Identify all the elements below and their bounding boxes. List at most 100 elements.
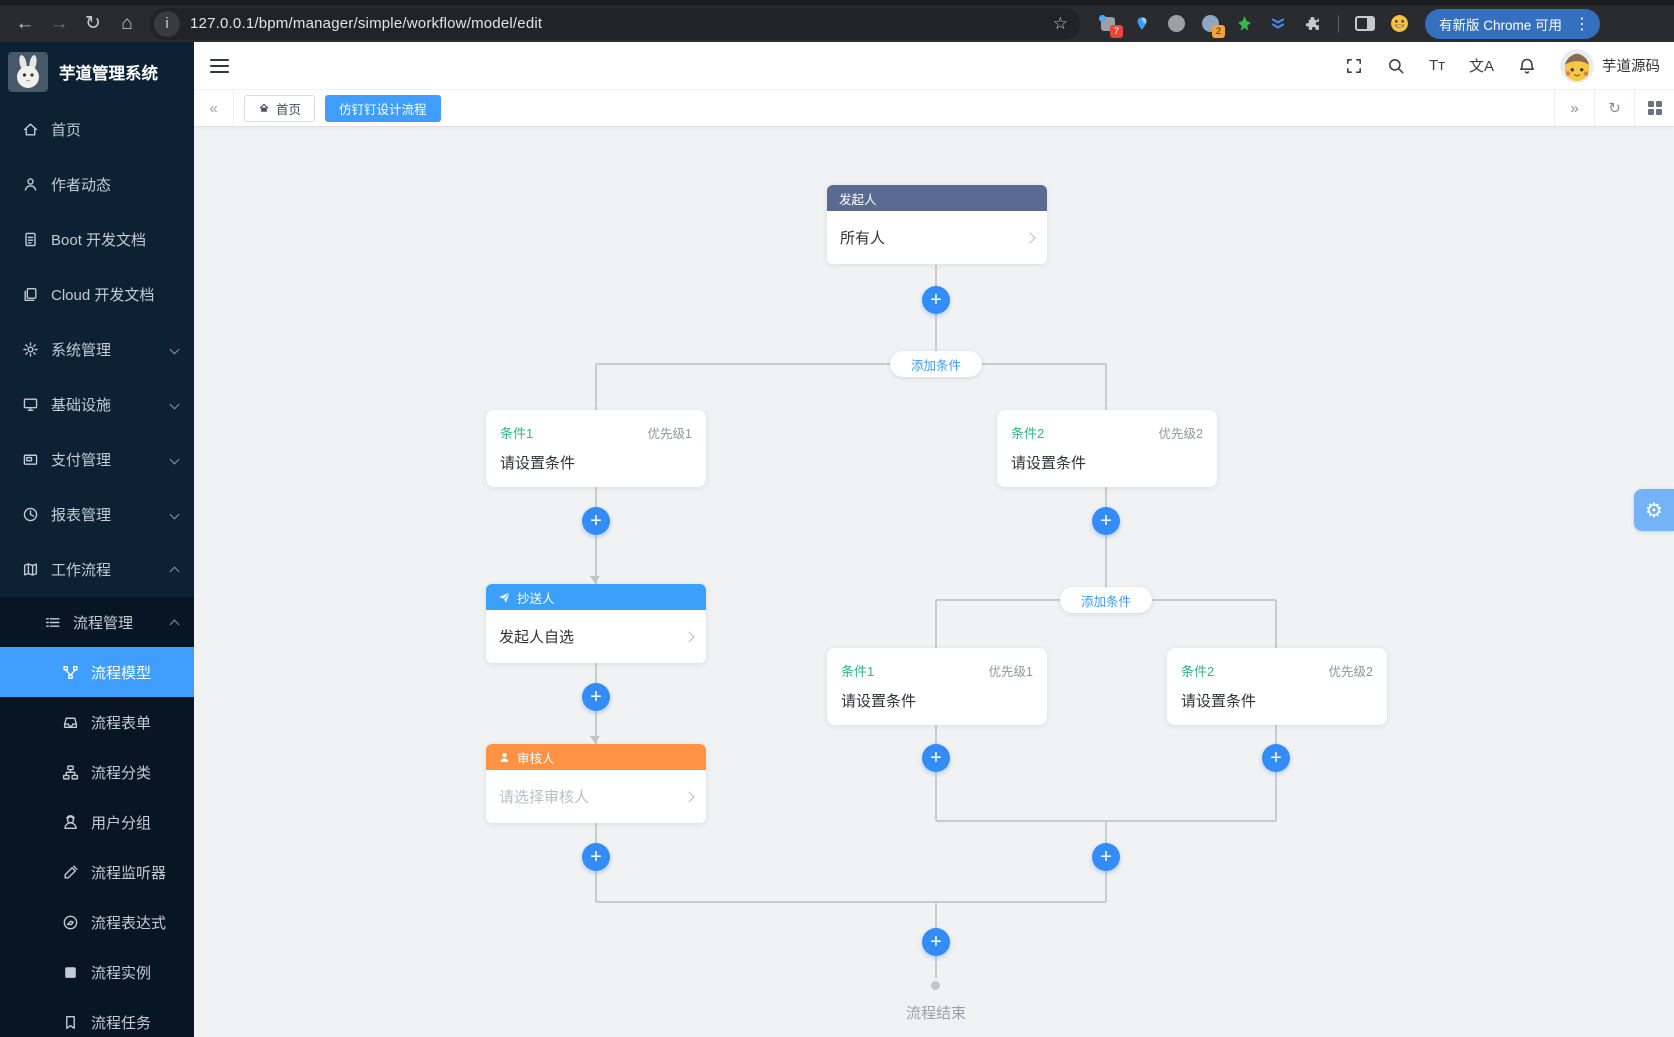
chevron-up-icon: [169, 619, 180, 629]
add-node-button[interactable]: +: [1262, 744, 1290, 772]
cc-node[interactable]: 抄送人 发起人自选: [486, 584, 706, 663]
category-icon: [62, 764, 79, 781]
browser-refresh-icon[interactable]: ↻: [85, 13, 101, 34]
tab-workflow-design[interactable]: 仿钉钉设计流程: [325, 94, 441, 122]
tabs-scroll-right-icon[interactable]: »: [1554, 90, 1594, 126]
url-text[interactable]: 127.0.0.1/bpm/manager/simple/workflow/mo…: [190, 15, 543, 32]
end-label: 流程结束: [905, 1005, 966, 1022]
side-panel-icon[interactable]: [1355, 14, 1375, 34]
condition-node-2[interactable]: 条件2 优先级2 请设置条件: [997, 410, 1217, 487]
chevron-right-icon: [1024, 231, 1036, 244]
nested-condition-node-2[interactable]: 条件2 优先级2 请设置条件: [1167, 648, 1387, 725]
sidebar-item-process-model[interactable]: 流程模型: [0, 647, 194, 697]
gear-icon: [22, 341, 39, 358]
sidebar-item-user-group[interactable]: 用户分组: [0, 797, 194, 847]
add-node-button[interactable]: +: [1092, 843, 1120, 871]
sidebar-item-process-task[interactable]: 流程任务: [0, 997, 194, 1037]
notification-bell-icon[interactable]: [1518, 57, 1536, 75]
start-node[interactable]: 发起人 所有人: [827, 185, 1047, 264]
add-node-button[interactable]: +: [582, 683, 610, 711]
clock-report-icon: [22, 506, 39, 523]
sidebar-item-system[interactable]: 系统管理: [0, 322, 194, 377]
tab-home[interactable]: 首页: [244, 94, 316, 122]
sidebar-item-label: 报表管理: [51, 507, 112, 524]
condition-name: 条件1: [841, 664, 875, 679]
flow-connector-line: [595, 486, 597, 584]
site-info-icon[interactable]: i: [154, 10, 180, 37]
bookmark-star-icon[interactable]: ☆: [1052, 13, 1068, 33]
cc-node-body[interactable]: 发起人自选: [486, 610, 706, 663]
add-node-button[interactable]: +: [922, 286, 950, 314]
sidebar-group-process-management[interactable]: 流程管理: [0, 597, 194, 647]
chrome-update-button[interactable]: 有新版 Chrome 可用 ⋮: [1425, 8, 1601, 39]
sidebar-item-boot-docs[interactable]: Boot 开发文档: [0, 212, 194, 267]
sidebar-item-workflow[interactable]: 工作流程: [0, 542, 194, 597]
font-size-icon[interactable]: Tт: [1428, 57, 1445, 74]
panel-glyph: [1355, 16, 1375, 31]
sidebar-item-label: 流程分类: [91, 764, 152, 782]
search-icon[interactable]: [1387, 57, 1405, 75]
condition-value[interactable]: 请设置条件: [1181, 693, 1257, 710]
circle-extension-icon: [1167, 15, 1185, 32]
add-node-button[interactable]: +: [922, 744, 950, 772]
address-bar[interactable]: i 127.0.0.1/bpm/manager/simple/workflow/…: [150, 7, 1080, 40]
tab-refresh-icon[interactable]: ↻: [1594, 90, 1634, 126]
workflow-canvas[interactable]: 发起人 所有人 + + + + + + + + + 添加条件 添加条件 条件1 …: [194, 128, 1674, 1037]
extension-icon-5[interactable]: [1234, 14, 1254, 34]
start-node-title: 发起人: [839, 192, 877, 207]
end-dot: [931, 981, 940, 990]
add-node-button[interactable]: +: [582, 507, 610, 535]
condition-value[interactable]: 请设置条件: [841, 693, 917, 710]
extension-icon-4[interactable]: 2: [1200, 14, 1225, 38]
tabs-scroll-left-icon[interactable]: «: [194, 90, 234, 126]
sidebar-item-home[interactable]: 首页: [0, 102, 194, 157]
sidebar-item-author[interactable]: 作者动态: [0, 157, 194, 212]
chevron-right-icon: [683, 790, 695, 803]
theme-settings-button[interactable]: ⚙: [1634, 489, 1674, 531]
chevron-up-icon: [169, 566, 180, 577]
condition-node-1[interactable]: 条件1 优先级1 请设置条件: [486, 410, 706, 487]
sidebar-item-cloud-docs[interactable]: Cloud 开发文档: [0, 267, 194, 322]
logo-row[interactable]: 芋道管理系统: [0, 42, 194, 102]
sidebar-item-process-category[interactable]: 流程分类: [0, 747, 194, 797]
nested-condition-node-1[interactable]: 条件1 优先级1 请设置条件: [827, 648, 1047, 725]
flow-connector-line: [595, 364, 597, 410]
sidebar-item-report[interactable]: 报表管理: [0, 487, 194, 542]
extension-icon-1[interactable]: 7: [1098, 14, 1123, 38]
tab-layout-grid-icon[interactable]: [1634, 90, 1674, 126]
extension-icon-2[interactable]: [1132, 14, 1152, 34]
approver-node[interactable]: 审核人 请选择审核人: [486, 744, 706, 823]
profile-avatar-icon[interactable]: [1389, 14, 1409, 34]
add-condition-button[interactable]: 添加条件: [890, 351, 982, 377]
user-menu[interactable]: 芋道源码: [1560, 48, 1660, 83]
sidebar-item-payment[interactable]: 支付管理: [0, 432, 194, 487]
fullscreen-icon[interactable]: [1345, 57, 1363, 75]
sidebar-item-process-form[interactable]: 流程表单: [0, 697, 194, 747]
add-condition-button[interactable]: 添加条件: [1060, 587, 1152, 613]
extensions-puzzle-icon[interactable]: [1302, 14, 1322, 34]
sidebar-item-label: 支付管理: [51, 452, 112, 469]
condition-value[interactable]: 请设置条件: [500, 455, 576, 472]
language-icon[interactable]: 文A: [1468, 58, 1494, 75]
browser-forward-icon[interactable]: →: [49, 12, 69, 34]
sidebar-item-process-listener[interactable]: 流程监听器: [0, 847, 194, 897]
sidebar-item-infra[interactable]: 基础设施: [0, 377, 194, 432]
condition-value[interactable]: 请设置条件: [1011, 455, 1087, 472]
tag-view-bar: « 首页 仿钉钉设计流程 » ↻: [194, 90, 1674, 127]
sidebar-item-process-instance[interactable]: 流程实例: [0, 947, 194, 997]
start-node-body[interactable]: 所有人: [827, 211, 1047, 264]
browser-menu-icon[interactable]: ⋮: [1574, 15, 1591, 33]
collapse-sidebar-button[interactable]: [210, 55, 230, 77]
browser-back-icon[interactable]: ←: [15, 12, 35, 34]
extension-icon-3[interactable]: [1166, 14, 1186, 34]
approver-node-body[interactable]: 请选择审核人: [486, 770, 706, 823]
add-node-button[interactable]: +: [922, 928, 950, 956]
add-node-button[interactable]: +: [1092, 507, 1120, 535]
condition-name: 条件1: [500, 426, 534, 441]
extension-icon-6[interactable]: [1268, 14, 1288, 34]
sidebar-item-label: 基础设施: [51, 397, 112, 414]
add-node-button[interactable]: +: [582, 843, 610, 871]
sidebar-item-process-expression[interactable]: 流程表达式: [0, 897, 194, 947]
document-icon: [22, 231, 39, 248]
browser-home-icon[interactable]: ⌂: [121, 12, 133, 34]
